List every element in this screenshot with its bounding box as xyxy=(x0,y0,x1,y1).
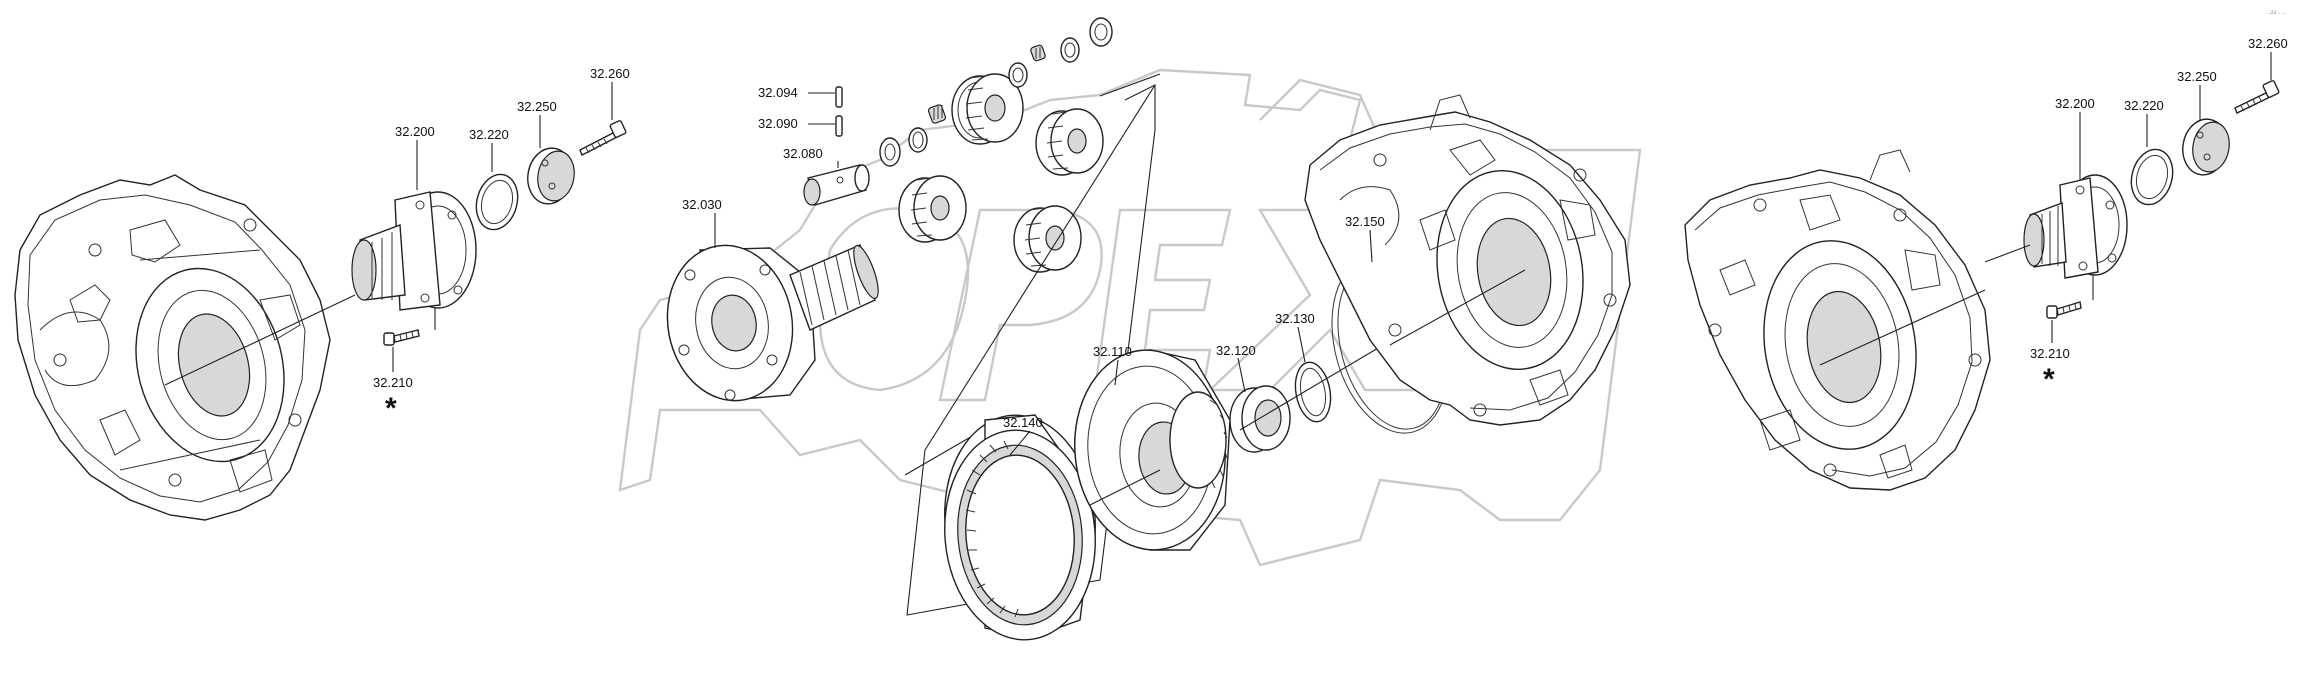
label-right-32210: 32.210 xyxy=(2030,346,2070,361)
label-left-32200: 32.200 xyxy=(395,124,435,139)
label-left-32260: 32.260 xyxy=(590,66,630,81)
label-32120: 32.120 xyxy=(1216,343,1256,358)
right-leaders xyxy=(2051,52,2272,343)
right-transmission-housing xyxy=(1684,149,1991,491)
right-flange-hub xyxy=(1984,174,2128,279)
label-32130: 32.130 xyxy=(1275,311,1315,326)
left-flange-hub xyxy=(351,191,477,311)
label-left-32220: 32.220 xyxy=(469,127,509,142)
label-right-32220: 32.220 xyxy=(2124,98,2164,113)
planet-gear-right xyxy=(1035,108,1104,176)
planet-gear-lower xyxy=(1013,205,1082,273)
ring-gear-32140 xyxy=(944,414,1096,641)
left-bolt-32210 xyxy=(383,329,420,346)
left-o-ring xyxy=(475,173,519,231)
right-o-ring xyxy=(2130,148,2174,206)
roll-pin-32094 xyxy=(835,86,843,108)
left-transmission-housing xyxy=(14,174,356,521)
label-right-32200: 32.200 xyxy=(2055,96,2095,111)
asterisk-left: * xyxy=(385,392,397,425)
ring-gear-carrier-32110 xyxy=(1074,349,1231,551)
centre-right-transmission-housing xyxy=(1304,94,1631,426)
centre-leaders xyxy=(714,92,1373,456)
part-number-labels: 32.200 32.220 32.250 32.260 32.210 32.09… xyxy=(373,9,2288,430)
snap-ring-32130 xyxy=(1294,361,1332,423)
left-cover-plate xyxy=(527,147,575,205)
right-bolt-32210 xyxy=(2046,301,2082,319)
corner-mark: ·²³ ··· xyxy=(2268,9,2286,18)
thrust-washer xyxy=(879,127,928,167)
label-32110: 32.110 xyxy=(1093,344,1132,359)
left-leaders xyxy=(392,82,613,372)
right-cover-plate xyxy=(2182,118,2230,176)
planet-gear-left xyxy=(898,175,967,243)
label-32080: 32.080 xyxy=(783,146,823,161)
label-32094: 32.094 xyxy=(758,85,798,100)
label-right-32250: 32.250 xyxy=(2177,69,2217,84)
label-32140: 32.140 xyxy=(1003,415,1043,430)
asterisk-right: * xyxy=(2043,363,2055,396)
label-left-32250: 32.250 xyxy=(517,99,557,114)
small-washers-top xyxy=(1008,17,1113,88)
label-32150: 32.150 xyxy=(1345,214,1385,229)
label-right-32260: 32.260 xyxy=(2248,36,2288,51)
right-bolt-32260 xyxy=(2234,80,2280,114)
centre-axis-lines xyxy=(1089,73,1401,506)
planet-carrier-32030 xyxy=(666,244,879,402)
label-32030: 32.030 xyxy=(682,197,722,212)
label-32090: 32.090 xyxy=(758,116,798,131)
label-left-32210: 32.210 xyxy=(373,375,413,390)
bearing-32120 xyxy=(1229,385,1291,453)
planet-pin-32080 xyxy=(803,164,870,206)
left-bolt-32260 xyxy=(579,120,627,156)
needle-bearing xyxy=(927,104,947,124)
roll-pin-32090 xyxy=(835,115,843,137)
planet-gear-upper xyxy=(951,73,1024,145)
